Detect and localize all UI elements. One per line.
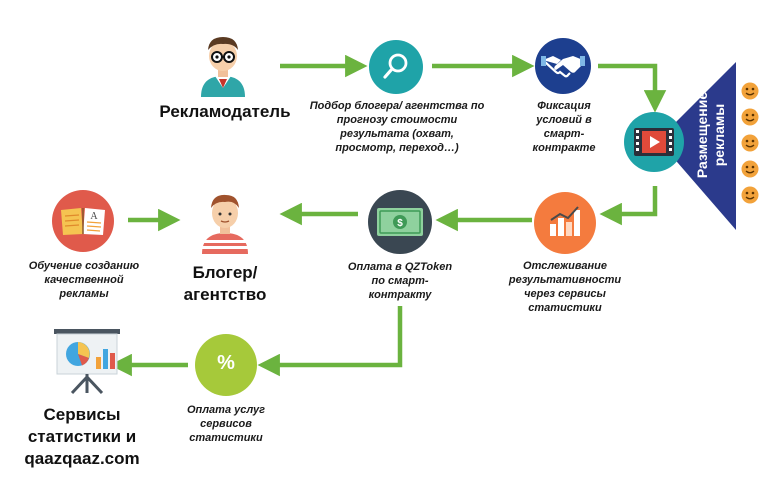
arrow-payment-to-stats-payment (257, 306, 403, 377)
search-step-label: Подбор блогера/ агентства по прогнозу ст… (309, 100, 485, 154)
magnifier-icon (383, 53, 408, 79)
contract-step-label: Фиксация условий в смарт- контракте (532, 100, 596, 154)
search-step-circle (369, 40, 423, 94)
bar-chart-icon (550, 206, 580, 236)
blogger-label: Блогер/ агентство (183, 263, 267, 304)
smiley-icon (741, 160, 759, 178)
blogger-avatar-icon (202, 194, 248, 254)
arrow-placement-to-tracking (599, 186, 658, 226)
arrow-contract-to-placement (598, 63, 667, 113)
percent-icon: % (217, 352, 235, 374)
advertiser-label: Рекламодатель (159, 102, 291, 121)
placement-label: Размещение рекламы (694, 91, 727, 179)
payment-step-label: Оплата в QZToken по смарт- контракту (347, 261, 453, 301)
smiley-icon (741, 82, 759, 100)
smiley-icon (741, 108, 759, 126)
handshake-icon (541, 56, 585, 78)
banknote-icon: $ (377, 208, 423, 236)
open-book-icon: A (61, 208, 105, 235)
stats-payment-label: Оплата услуг сервисов статистики (186, 404, 266, 444)
tracking-step-circle (534, 192, 596, 254)
stats-services-label: Сервисы статистики и qaazqaaz.com (24, 405, 140, 468)
video-film-icon (634, 128, 674, 156)
smiley-icon (741, 186, 759, 204)
tracking-step-label: Отслеживание результативности через серв… (508, 260, 622, 314)
svg-text:A: A (90, 211, 98, 222)
placement-funnel (658, 62, 736, 230)
advertiser-avatar-icon (201, 37, 245, 97)
svg-text:$: $ (397, 218, 403, 229)
stats-payment-circle (195, 334, 257, 396)
presentation-chart-icon (54, 329, 120, 395)
training-step-label: Обучение созданию качественной рекламы (28, 260, 140, 300)
smiley-icon (741, 134, 759, 152)
